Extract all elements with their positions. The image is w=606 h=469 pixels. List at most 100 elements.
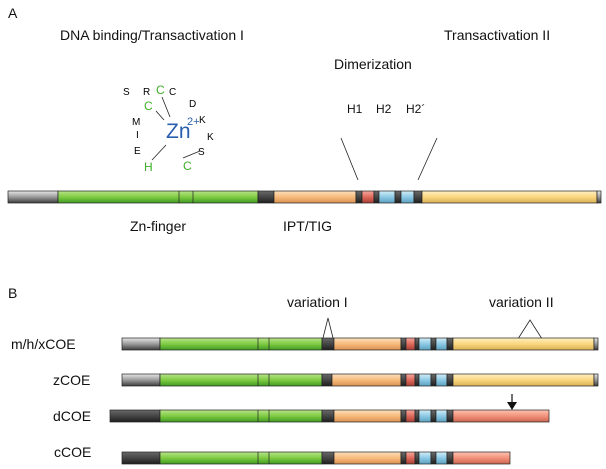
hlh-spacer-3 [394,190,402,204]
segment [593,337,599,351]
dimerization-title: Dimerization [334,56,412,72]
residue-e: E [134,146,141,157]
panel-b-label: B [8,285,17,301]
variation-1-marker [321,317,335,343]
segment [446,451,454,465]
residue-r: R [143,87,150,98]
segment [414,409,420,423]
segment [321,337,335,351]
helix-h2prime [400,190,415,204]
bar-zcoe [121,373,599,387]
segment [405,409,416,423]
segment [400,373,407,387]
variation-2-marker [515,319,545,343]
segment [159,373,323,387]
segment [446,409,454,423]
segment [593,373,599,387]
variation-2-label: variation II [489,294,554,310]
segment [418,451,432,465]
segment [446,373,454,387]
residue-c4: C [144,99,153,113]
residue-k1: K [199,115,206,126]
linker-segment [257,190,275,204]
hlh-spacer-1 [355,190,363,204]
segment [121,373,161,387]
dna-binding-domain [57,190,259,204]
segment [121,451,161,465]
segment [452,373,595,387]
ebf-domain-bar [7,190,602,204]
residue-s2: S [198,147,205,158]
protein-label-mhxcoe: m/h/xCOE [11,336,76,352]
bond-c4 [155,110,165,121]
segment [414,337,420,351]
helix-h2-label: H2 [376,102,392,116]
segment [452,409,550,423]
segment [405,373,416,387]
segment [321,373,333,387]
arrow-down-icon [507,402,517,410]
segment [418,373,432,387]
segment [430,337,437,351]
protein-label-dcoe: dCOE [53,408,91,424]
bond-h [151,144,167,161]
residue-i: I [136,130,139,141]
segment [430,409,437,423]
segment [331,373,402,387]
residue-d: D [189,99,196,110]
residue-m: M [132,117,140,128]
residue-c3: C [183,159,192,173]
segment [446,337,454,351]
n-terminal-segment [7,190,59,204]
segment [109,409,161,423]
segment [400,409,407,423]
hlh-spacer-2 [373,190,380,204]
ipt-tig-label: IPT/TIG [283,218,332,234]
segment [333,451,402,465]
bond-c3 [182,150,201,159]
segment [400,451,407,465]
helix-h2 [378,190,396,204]
panel-a-label: A [8,5,18,21]
segment [159,409,323,423]
zn-finger-label: Zn-finger [130,218,186,234]
segment [400,337,407,351]
bar-ccoe [121,451,511,465]
segment [430,373,437,387]
segment [452,451,511,465]
zinc-finger-motif: S R C C D K K S C H E I M C Zn 2+ [123,83,214,174]
zinc-ion-symbol: Zn [166,120,191,143]
dim-zoom-line-right [417,137,438,181]
segment [435,451,448,465]
c-terminal-segment [596,190,602,204]
hlh-spacer-4 [413,190,423,204]
helix-h2prime-label: H2´ [406,102,425,116]
segment [414,451,420,465]
bar-mhxcoe [121,337,599,351]
residue-s1: S [123,87,130,98]
helix-h1-label: H1 [347,102,363,116]
segment [418,409,432,423]
variation-1-label: variation I [287,294,348,310]
segment [333,337,402,351]
dna-binding-title: DNA binding/Transactivation I [60,27,244,43]
bond-c1 [161,96,171,118]
segment [159,337,323,351]
segment [405,337,416,351]
residue-h: H [144,160,153,174]
residue-k2: K [207,132,214,143]
segment [452,337,595,351]
segment [418,337,432,351]
protein-label-zcoe: zCOE [53,372,90,388]
segment [414,373,420,387]
transactivation-2-title: Transactivation II [444,27,550,43]
bar-dcoe [109,394,550,423]
segment [159,451,323,465]
segment [430,451,437,465]
protein-label-ccoe: cCOE [54,444,91,460]
residue-c1: C [156,83,165,97]
zinc-charge: 2+ [187,116,200,128]
segment [435,337,448,351]
dim-zoom-line-left [340,137,359,181]
